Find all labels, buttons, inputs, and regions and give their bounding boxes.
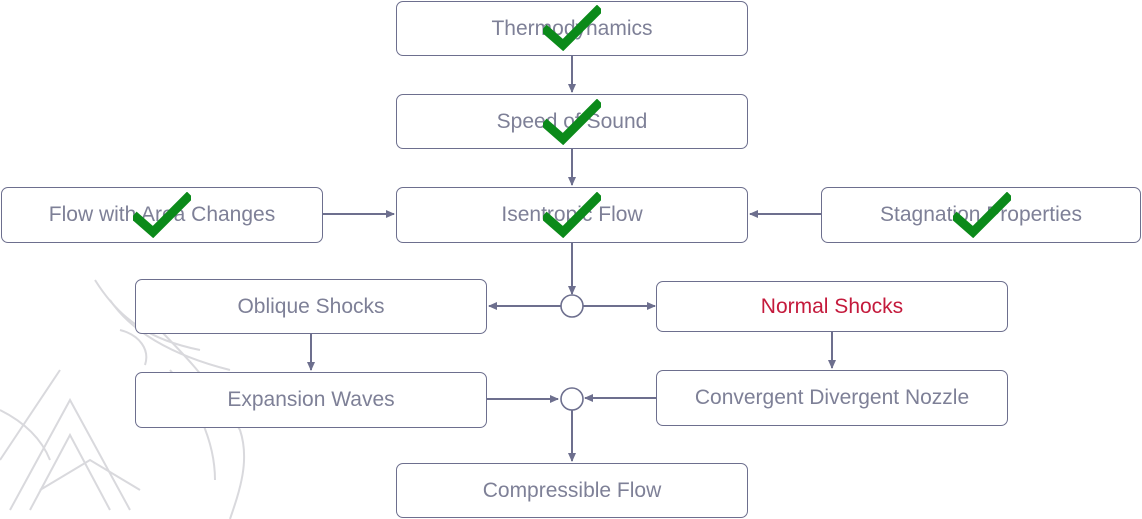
node-speed-of-sound[interactable]: Speed of Sound [396,94,748,149]
node-stagnation-properties[interactable]: Stagnation Properties [821,187,1141,243]
node-expansion-waves[interactable]: Expansion Waves [135,372,487,428]
junction-lower [560,387,584,411]
node-convergent-divergent-nozzle[interactable]: Convergent Divergent Nozzle [656,370,1008,426]
node-thermodynamics[interactable]: Thermodynamics [396,1,748,56]
node-oblique-shocks[interactable]: Oblique Shocks [135,279,487,334]
node-flow-with-area-changes[interactable]: Flow with Area Changes [1,187,323,243]
node-normal-shocks[interactable]: Normal Shocks [656,281,1008,332]
node-isentropic-flow[interactable]: Isentropic Flow [396,187,748,243]
junction-upper [560,294,584,318]
node-compressible-flow[interactable]: Compressible Flow [396,463,748,518]
